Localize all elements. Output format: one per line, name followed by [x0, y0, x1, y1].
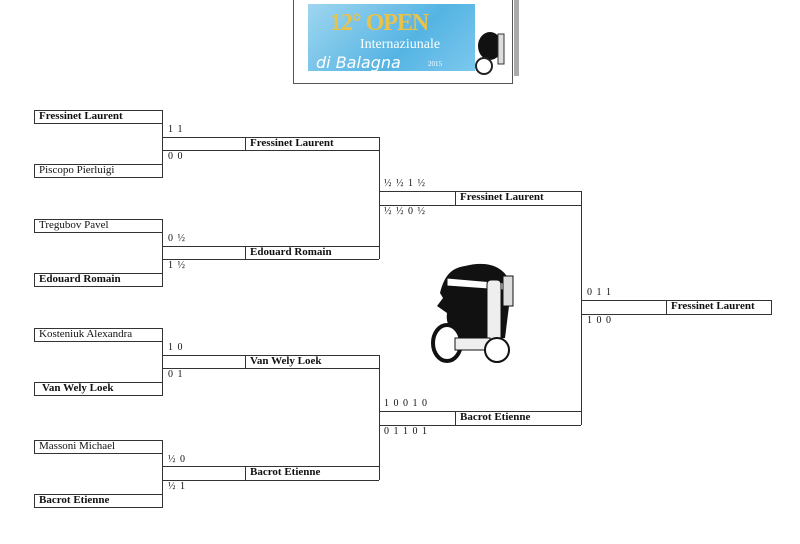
r1-match-2	[34, 219, 379, 287]
score: 0 1 1 0 1	[384, 426, 428, 437]
player-name: Tregubov Pavel	[39, 219, 109, 231]
semi-1	[379, 137, 581, 259]
score: ½ ½ 1 ½	[384, 178, 426, 189]
player-name: Van Wely Loek	[42, 382, 114, 394]
r1-match-1	[34, 110, 379, 178]
score: ½ 1	[168, 481, 186, 492]
r1-match-3	[34, 328, 379, 396]
score: 1 0 0 1 0	[384, 398, 428, 409]
winner-name: Edouard Romain	[250, 246, 332, 258]
score: 1 0 0	[587, 315, 612, 326]
tournament-logo: 12° OPEN Internaziunale di Balagna 2015	[293, 0, 513, 84]
player-name: Bacrot Etienne	[39, 494, 110, 506]
score: ½ ½ 0 ½	[384, 206, 426, 217]
winner-name: Fressinet Laurent	[250, 137, 334, 149]
r1-match-4	[34, 440, 379, 508]
winner-name: Fressinet Laurent	[460, 191, 544, 203]
semi-2	[379, 355, 581, 480]
scrollbar[interactable]	[514, 0, 519, 76]
champion-name: Fressinet Laurent	[671, 300, 755, 312]
player-name: Massoni Michael	[39, 440, 116, 452]
final	[581, 191, 772, 425]
score: ½ 0	[168, 454, 186, 465]
winner-name: Bacrot Etienne	[460, 411, 531, 423]
score: 1 ½	[168, 260, 186, 271]
score: 0 0	[168, 151, 184, 162]
logo-title: 12° OPEN	[330, 10, 429, 36]
moor-head-icon	[475, 32, 505, 75]
player-name: Kosteniuk Alexandra	[39, 328, 133, 340]
moor-head-chess-emblem-icon	[431, 263, 514, 363]
player-name: Edouard Romain	[39, 273, 121, 285]
score: 1 0	[168, 342, 184, 353]
score: 0 1	[168, 369, 184, 380]
score: 0 1 1	[587, 287, 612, 298]
logo-year: 2015	[428, 60, 442, 68]
logo-place: di Balagna	[316, 53, 401, 72]
winner-name: Van Wely Loek	[250, 355, 322, 367]
player-name: Fressinet Laurent	[39, 110, 123, 122]
score: 0 ½	[168, 233, 186, 244]
logo-banner: 12° OPEN Internaziunale di Balagna 2015	[308, 4, 475, 72]
winner-name: Bacrot Etienne	[250, 466, 321, 478]
score: 1 1	[168, 124, 184, 135]
player-name: Piscopo Pierluigi	[39, 164, 115, 176]
logo-subtitle: Internaziunale	[360, 37, 441, 52]
